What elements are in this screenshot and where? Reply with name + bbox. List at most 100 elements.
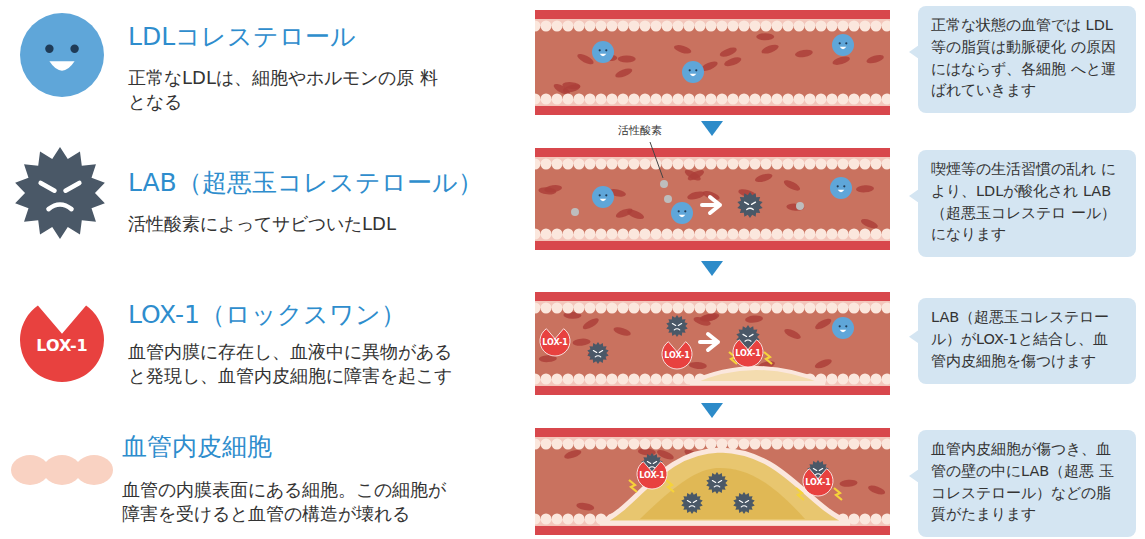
lox1-receptor: LOX-1 bbox=[802, 465, 834, 497]
callout-box: 血管内皮細胞が傷つき、血 管の壁の中にLAB（超悪 玉コレステロール）などの脂 … bbox=[918, 430, 1136, 537]
endothelial-cell bbox=[640, 229, 651, 240]
ldl-particle bbox=[20, 13, 104, 97]
lab-particle bbox=[15, 147, 105, 239]
endothelial-cell bbox=[860, 303, 871, 314]
endothelial-cell bbox=[541, 439, 552, 450]
endothelial-cell bbox=[552, 439, 563, 450]
endothelial-cell bbox=[827, 229, 838, 240]
endothelial-cell bbox=[673, 374, 684, 385]
endothelial-cell bbox=[618, 159, 629, 170]
endothelial-cell bbox=[618, 94, 629, 105]
endothelial-cell bbox=[618, 439, 629, 450]
endothelial-cell bbox=[706, 21, 717, 32]
red-blood-cell bbox=[783, 327, 802, 341]
endothelial-cell bbox=[827, 94, 838, 105]
red-blood-cell bbox=[699, 313, 718, 323]
endothelial-cell bbox=[585, 94, 596, 105]
receptor-label: LOX-1 bbox=[661, 351, 693, 360]
active-oxygen bbox=[664, 195, 672, 203]
endothelial-cell bbox=[739, 21, 750, 32]
endothelial-cell bbox=[552, 514, 563, 525]
endothelial-cell bbox=[761, 159, 772, 170]
endothelial-cell bbox=[574, 439, 585, 450]
red-blood-cell bbox=[832, 55, 851, 67]
endothelial-cell bbox=[882, 514, 891, 525]
endothelial-cell bbox=[761, 439, 772, 450]
endothelial-cell bbox=[662, 303, 673, 314]
endothelial-cell bbox=[541, 159, 552, 170]
endothelial-cell bbox=[805, 94, 816, 105]
red-blood-cell bbox=[782, 178, 801, 192]
lox1-receptor: LOX-1 bbox=[19, 297, 105, 383]
endothelial-cell bbox=[607, 159, 618, 170]
endothelial-cell bbox=[535, 439, 541, 450]
red-blood-cell bbox=[614, 67, 633, 80]
endothelial-cell bbox=[794, 21, 805, 32]
callout-text: LAB（超悪玉コレステロー ル）がLOX-1と結合し、血 管内皮細胞を傷つけます bbox=[931, 307, 1125, 372]
step-arrow bbox=[701, 403, 723, 418]
endothelial-cell bbox=[717, 94, 728, 105]
endothelial-cell bbox=[563, 374, 574, 385]
endothelial-cell bbox=[662, 439, 673, 450]
endothelial-cell bbox=[882, 374, 891, 385]
lab-particle bbox=[666, 315, 687, 337]
endothelial-cell bbox=[816, 229, 827, 240]
endothelial-cell bbox=[541, 21, 552, 32]
lab-particle bbox=[706, 472, 727, 494]
endothelial-cell bbox=[596, 303, 607, 314]
blood-vessel bbox=[535, 292, 890, 395]
endothelial-cell bbox=[695, 94, 706, 105]
endothelial-cell bbox=[695, 303, 706, 314]
blood-vessel bbox=[535, 428, 890, 535]
endothelial-cell bbox=[585, 514, 596, 525]
red-blood-cell bbox=[626, 208, 645, 221]
endothelial-cell bbox=[563, 439, 574, 450]
red-blood-cell bbox=[794, 49, 813, 59]
endothelial-cell bbox=[849, 159, 860, 170]
damage-spark bbox=[834, 488, 842, 500]
endothelial-cell bbox=[728, 439, 739, 450]
endothelial-cell bbox=[563, 159, 574, 170]
endothelial-cell bbox=[596, 439, 607, 450]
endothelial-cell bbox=[651, 229, 662, 240]
endothelial-cell bbox=[860, 514, 871, 525]
endothelial-cell bbox=[651, 439, 662, 450]
red-blood-cell bbox=[756, 33, 774, 40]
endothelial-cell bbox=[838, 94, 849, 105]
term-title: LAB（超悪玉コレステロール） bbox=[128, 166, 483, 200]
term-description: 血管の内膜表面にある細胞。この細胞が 障害を受けると血管の構造が壊れる bbox=[122, 478, 467, 527]
endothelial-cell bbox=[695, 21, 706, 32]
endothelial-cell bbox=[849, 94, 860, 105]
endothelial-cell bbox=[882, 439, 891, 450]
endothelial-cell bbox=[783, 94, 794, 105]
endothelial-cell bbox=[640, 439, 651, 450]
red-blood-cell bbox=[860, 217, 879, 230]
endothelial-cell bbox=[860, 439, 871, 450]
damage-spark bbox=[764, 352, 772, 364]
ldl-particle bbox=[832, 34, 854, 56]
endothelial-cell bbox=[535, 229, 541, 240]
callout-text: 喫煙等の生活習慣の乱れ により、LDLが酸化され LAB（超悪玉コレステロ ール… bbox=[931, 159, 1125, 246]
ldl-particle bbox=[682, 61, 704, 83]
red-blood-cell bbox=[618, 55, 636, 62]
endothelial-cell bbox=[673, 159, 684, 170]
receptor-label: LOX-1 bbox=[636, 471, 668, 480]
endothelial-cell bbox=[739, 439, 750, 450]
endothelial-cell bbox=[805, 159, 816, 170]
endothelial-cell bbox=[695, 439, 706, 450]
endothelial-cell bbox=[860, 229, 871, 240]
endothelial-cell bbox=[860, 374, 871, 385]
endothelial-cell bbox=[871, 229, 882, 240]
endothelial-cell bbox=[827, 439, 838, 450]
endothelial-cell bbox=[585, 229, 596, 240]
endothelial-cell bbox=[629, 374, 640, 385]
red-blood-cell bbox=[814, 357, 833, 370]
endothelial-cell bbox=[673, 439, 684, 450]
endothelial-cell bbox=[728, 229, 739, 240]
endothelial-cell bbox=[535, 21, 541, 32]
term-description: 正常なLDLは、細胞やホルモンの原 料となる bbox=[128, 66, 446, 115]
endothelial-cell bbox=[827, 21, 838, 32]
endothelial-cell bbox=[541, 374, 552, 385]
endothelial-cell bbox=[585, 439, 596, 450]
endothelial-cell bbox=[750, 303, 761, 314]
